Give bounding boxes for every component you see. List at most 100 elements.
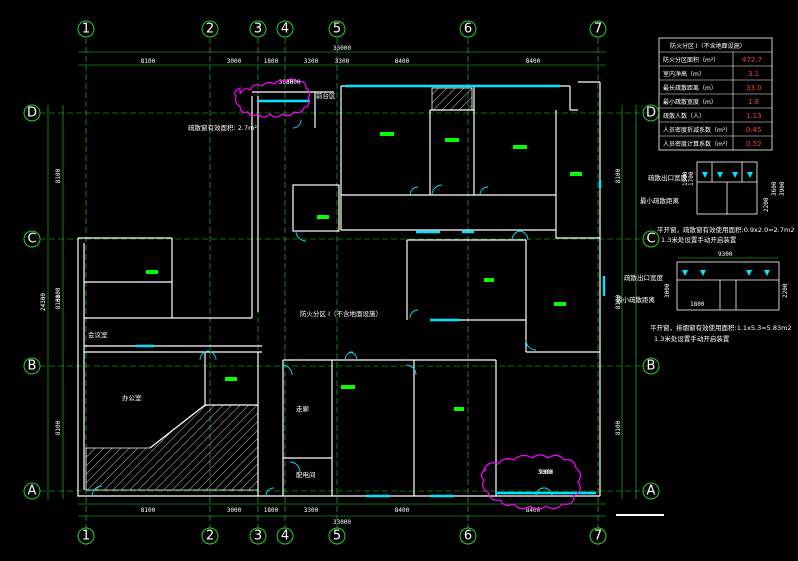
dim-left-total: 24300: [40, 293, 47, 311]
table-row-label: 疏散人数（人）: [663, 112, 705, 120]
axis-row-C-right: C: [646, 232, 655, 247]
table-row-value: 0.45: [746, 126, 762, 134]
axis-col-6-bottom: 6: [464, 529, 472, 544]
table-row-value: 3.1: [748, 70, 759, 78]
row-axis-left: [23, 104, 41, 500]
axis-col-4-bottom: 4: [281, 529, 289, 544]
table-header: 防火分区 I（不含地面设施）: [670, 42, 746, 50]
column-axis-top: [77, 20, 607, 38]
dim-bottom-2: 3000: [227, 507, 242, 514]
axis-col-5-top: 5: [333, 22, 341, 37]
elevation1-dim: 2200: [763, 197, 770, 212]
table-row-value: 472.7: [742, 56, 762, 64]
elevation1-dim: 3600: [771, 181, 778, 196]
dim-bottom-4: 3300: [304, 507, 319, 514]
column-axis-bottom: [77, 527, 607, 545]
windows: [136, 84, 606, 498]
dim-mid-left: 8100: [55, 287, 62, 302]
dim-top-total: 33000: [333, 45, 351, 52]
vent-markers-1: [702, 172, 753, 178]
doors: [91, 119, 553, 497]
note-window-1b: 1.3米处设置手动开启装置: [661, 235, 737, 244]
table-row-label: 人员密度计算系数（m²）: [663, 140, 731, 148]
dim-top-1: 8100: [141, 58, 156, 65]
dim-right-3: 8100: [615, 420, 622, 435]
dim-top-2: 3000: [227, 58, 242, 65]
room-label-front: 前台区: [316, 91, 336, 100]
vent-markers-2: [682, 270, 770, 276]
info-table: [658, 37, 773, 151]
dim-bottom-1: 8100: [141, 507, 156, 514]
revision-cloud-top: [234, 78, 311, 118]
axis-row-A-left: A: [28, 484, 37, 499]
note-vent-2: 平开窗，排烟窗有效使用面积:1.1x5.3=5.83m2: [650, 323, 792, 332]
dim-top-3: 1800: [264, 58, 279, 65]
elevation1-dim: 3900: [779, 181, 786, 196]
hatched-zone-top: [431, 87, 473, 111]
axis-col-5-bottom: 5: [333, 529, 341, 544]
room-label-corridor: 走廊: [296, 404, 310, 413]
elevation2-dim: 2200: [782, 283, 789, 298]
table-row-value: 1.8: [748, 98, 759, 106]
room-label-meeting: 会议室: [88, 330, 108, 339]
elevation1-dim: 1700: [688, 171, 695, 186]
window-note: 疏散窗有效面积: 2.7m²: [188, 123, 257, 132]
hatched-zone-left: [85, 404, 259, 491]
axis-row-B-left: B: [28, 359, 37, 374]
dim-bottom-extra: 3000: [538, 469, 553, 476]
axis-row-B-right: B: [647, 359, 656, 374]
axis-col-1-bottom: 1: [82, 529, 90, 544]
dim-bottom-window: 9300: [539, 469, 554, 476]
dim-bottom-5: 8400: [395, 507, 410, 514]
axis-row-D-left: D: [27, 106, 37, 121]
dim-bottom-6: 8400: [526, 507, 541, 514]
note-vent-2b: 1.3米处设置手动开启装置: [654, 334, 730, 343]
dimension-lines: [47, 51, 637, 517]
axis-col-7-top: 7: [594, 22, 602, 37]
room-label-power: 配电间: [296, 470, 316, 479]
dim-bottom-3: 1800: [264, 507, 279, 514]
room-label-office: 办公室: [122, 393, 142, 402]
elevation2-dim-width: 9300: [718, 251, 733, 258]
axis-col-2-top: 2: [206, 22, 214, 37]
room-tags: [146, 132, 582, 411]
elevation2-dim: 3000: [664, 283, 671, 298]
table-row-label: 防火分区面积（m²）: [663, 56, 719, 64]
axis-row-A-right: A: [647, 484, 656, 499]
dim-top-4: 3300: [304, 58, 319, 65]
revision-cloud-bottom: [480, 454, 582, 510]
walls: [77, 81, 601, 497]
dim-top-5: 3300: [335, 58, 350, 65]
dim-right-1: 8100: [615, 168, 622, 183]
table-row-value: 0.52: [746, 140, 762, 148]
axis-col-3-top: 3: [254, 22, 262, 37]
elevation2-label-b: 最小疏散距离: [616, 295, 656, 304]
elevation2-dim-sub: 1800: [690, 301, 705, 308]
dim-left-3: 8100: [55, 420, 62, 435]
elevation1-label-b: 最小疏散距离: [640, 196, 680, 205]
note-window-1: 平开窗，疏散窗有效使用面积:0.9x2.0=2.7m2: [657, 225, 794, 234]
center-label: 防火分区 I（不含地面设施）: [300, 309, 382, 318]
axis-col-6-top: 6: [464, 22, 472, 37]
axis-row-C-left: C: [27, 232, 36, 247]
axis-col-7-bottom: 7: [594, 529, 602, 544]
table-row-label: 室内净高（m）: [663, 70, 705, 78]
table-row-value: 33.0: [746, 84, 762, 92]
elevation1-dim: 1500: [682, 171, 689, 186]
window-elevation-2: [676, 261, 780, 311]
dim-left-2: 8100: [55, 294, 62, 309]
axis-row-D-right: D: [646, 106, 656, 121]
table-row-value: 1.13: [746, 112, 762, 120]
table-row-label: 人员密度折减系数（m²）: [663, 126, 731, 134]
row-axis-right: [642, 104, 660, 500]
dim-left-1: 8100: [55, 168, 62, 183]
dim-top-note: 3000: [286, 79, 301, 86]
dim-top-6: 8400: [395, 58, 410, 65]
table-row-label: 最小疏散宽度（m）: [663, 98, 717, 106]
table-row-label: 最长疏散距离（m）: [663, 84, 717, 92]
axis-col-2-bottom: 2: [206, 529, 214, 544]
elevation1-label-a: 疏散出口宽度: [648, 173, 688, 182]
window-elevation-1: [696, 161, 758, 215]
axis-col-1-top: 1: [82, 22, 90, 37]
